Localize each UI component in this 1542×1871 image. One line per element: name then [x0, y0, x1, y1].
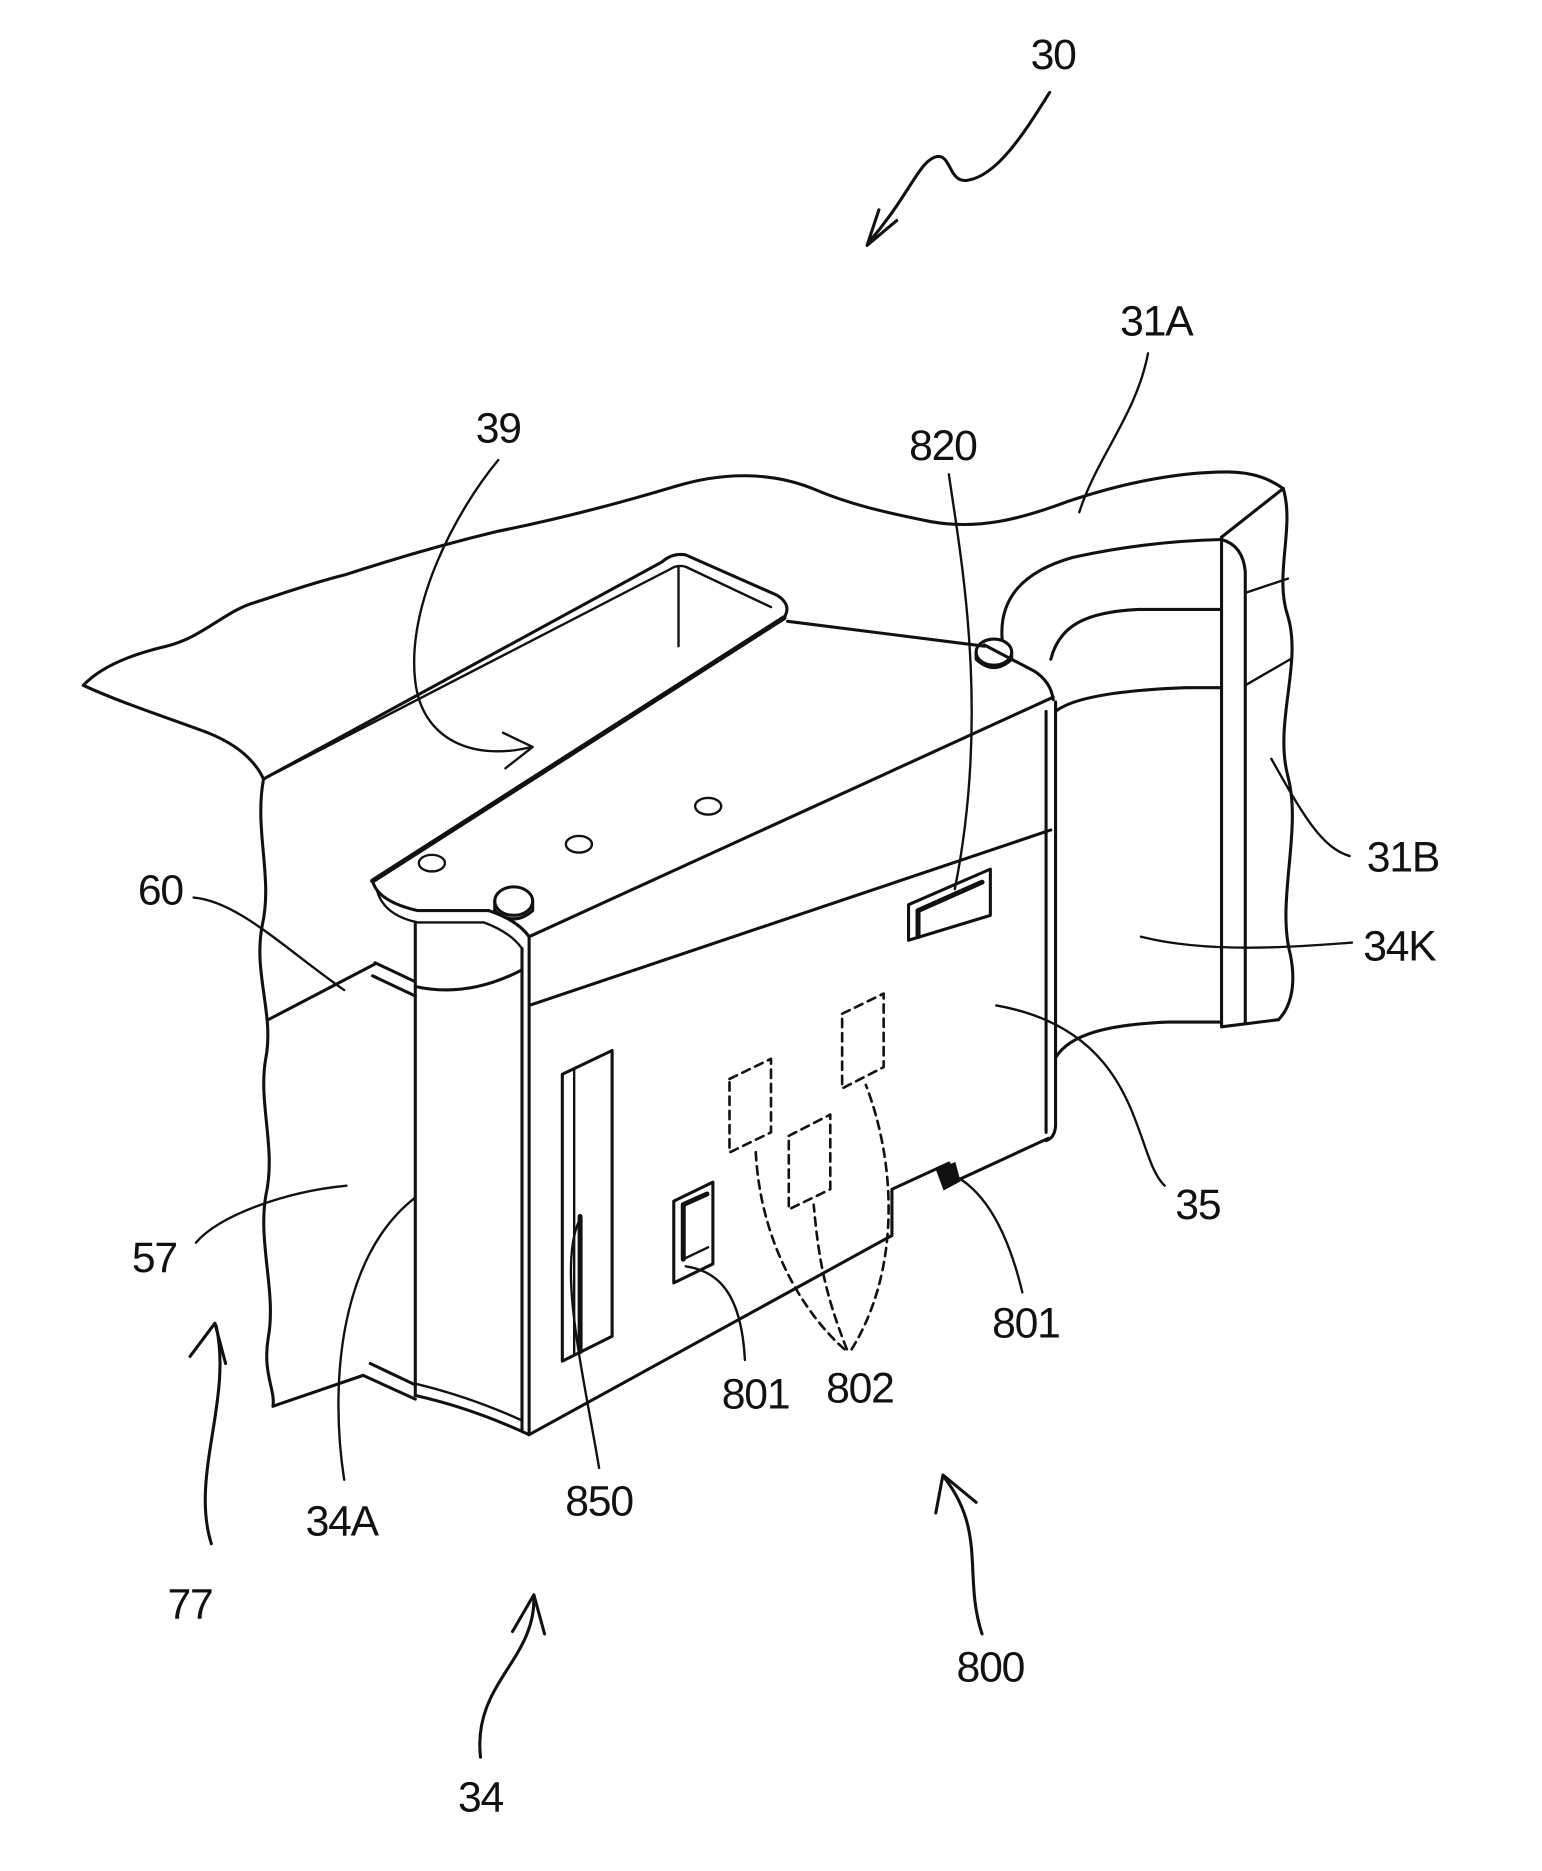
end-cap-top-rim-inner [377, 892, 522, 949]
cartridge-top-far-end [984, 645, 1053, 700]
connector-curve-1 [1002, 539, 1222, 640]
leader-60 [194, 898, 345, 990]
leader-31b [1271, 759, 1349, 856]
contacts-802 [730, 994, 889, 1350]
window-820 [909, 869, 991, 940]
label-801-right: 801 [992, 1299, 1060, 1347]
side-wall-57 [260, 779, 375, 1406]
leader-34a [338, 1198, 415, 1480]
slot-850 [562, 1051, 612, 1362]
contact-802-2 [789, 1115, 830, 1210]
label-31a: 31A [1120, 298, 1194, 346]
leader-39 [414, 460, 531, 751]
rear-boss [976, 639, 1012, 667]
contact-802-leader-3 [852, 1085, 889, 1349]
connector-curve-3 [1056, 688, 1222, 712]
label-34a: 34A [306, 1497, 380, 1545]
top-hole-1 [695, 798, 721, 815]
label-39: 39 [476, 404, 521, 452]
front-face-band-line [529, 830, 1051, 1005]
label-801-left: 801 [722, 1371, 790, 1419]
top-plate-left-edge [83, 685, 263, 779]
label-850: 850 [565, 1477, 633, 1525]
end-cap-front-top-curve [415, 970, 522, 990]
bottom-rail-lower [363, 1375, 415, 1399]
end-cap-34a [363, 881, 533, 1435]
cartridge-top-far-edge [788, 621, 985, 646]
front-boss [495, 887, 533, 919]
top-plate-wavy-edge [83, 472, 1283, 685]
contact-802-leader-1 [756, 1148, 845, 1350]
cartridge-top-left-edge [373, 618, 784, 881]
label-34k: 34K [1363, 922, 1436, 970]
arrow-34-shaft [480, 1596, 534, 1757]
label-57: 57 [132, 1234, 177, 1282]
cartridge-front-face-35 [529, 702, 1055, 1435]
label-60: 60 [138, 867, 184, 915]
label-77: 77 [167, 1580, 212, 1628]
rear-boss-top [976, 639, 1012, 665]
label-30: 30 [1031, 31, 1077, 79]
side-wall-bottom-edge [273, 1375, 363, 1406]
block-bottom-edge [1222, 1020, 1279, 1027]
block-wavy-edge [1278, 488, 1292, 1019]
top-hole-3 [419, 855, 445, 872]
top-hole-2 [566, 836, 592, 853]
contact-802-1 [730, 1059, 771, 1153]
arrow-77-shaft [205, 1326, 220, 1544]
connector-curve-2 [1051, 609, 1222, 659]
block-cross-line-lower [1245, 659, 1290, 685]
label-34: 34 [458, 1774, 504, 1822]
leader-35 [996, 1005, 1164, 1185]
arrow-30 [867, 92, 1050, 245]
leader-57 [196, 1186, 347, 1243]
label-31b: 31B [1367, 833, 1439, 881]
front-boss-top [495, 887, 533, 915]
leader-801-right [945, 1171, 1022, 1292]
label-35: 35 [1175, 1181, 1220, 1229]
contact-802-3 [842, 994, 883, 1089]
side-wall-wavy-edge [260, 779, 273, 1406]
label-800: 800 [957, 1643, 1025, 1691]
leader-801-left [686, 1266, 745, 1360]
label-820: 820 [909, 422, 977, 470]
slot-850-outline [562, 1051, 612, 1362]
leader-820 [949, 474, 972, 889]
top-plate-31a [83, 472, 1283, 779]
block-rounded-edge [1222, 539, 1246, 1022]
block-top-edge [1222, 488, 1284, 537]
label-802: 802 [826, 1365, 894, 1413]
end-cap-bottom-curve-inner [415, 1384, 522, 1421]
reference-numerals: 30 31A 39 820 31B 60 34K 35 57 801 801 8… [132, 31, 1439, 1822]
window-820-outline [909, 869, 991, 940]
connector-34k [1002, 539, 1222, 1057]
window-801-left-floor [683, 1247, 708, 1259]
leader-lines [194, 353, 1352, 1479]
